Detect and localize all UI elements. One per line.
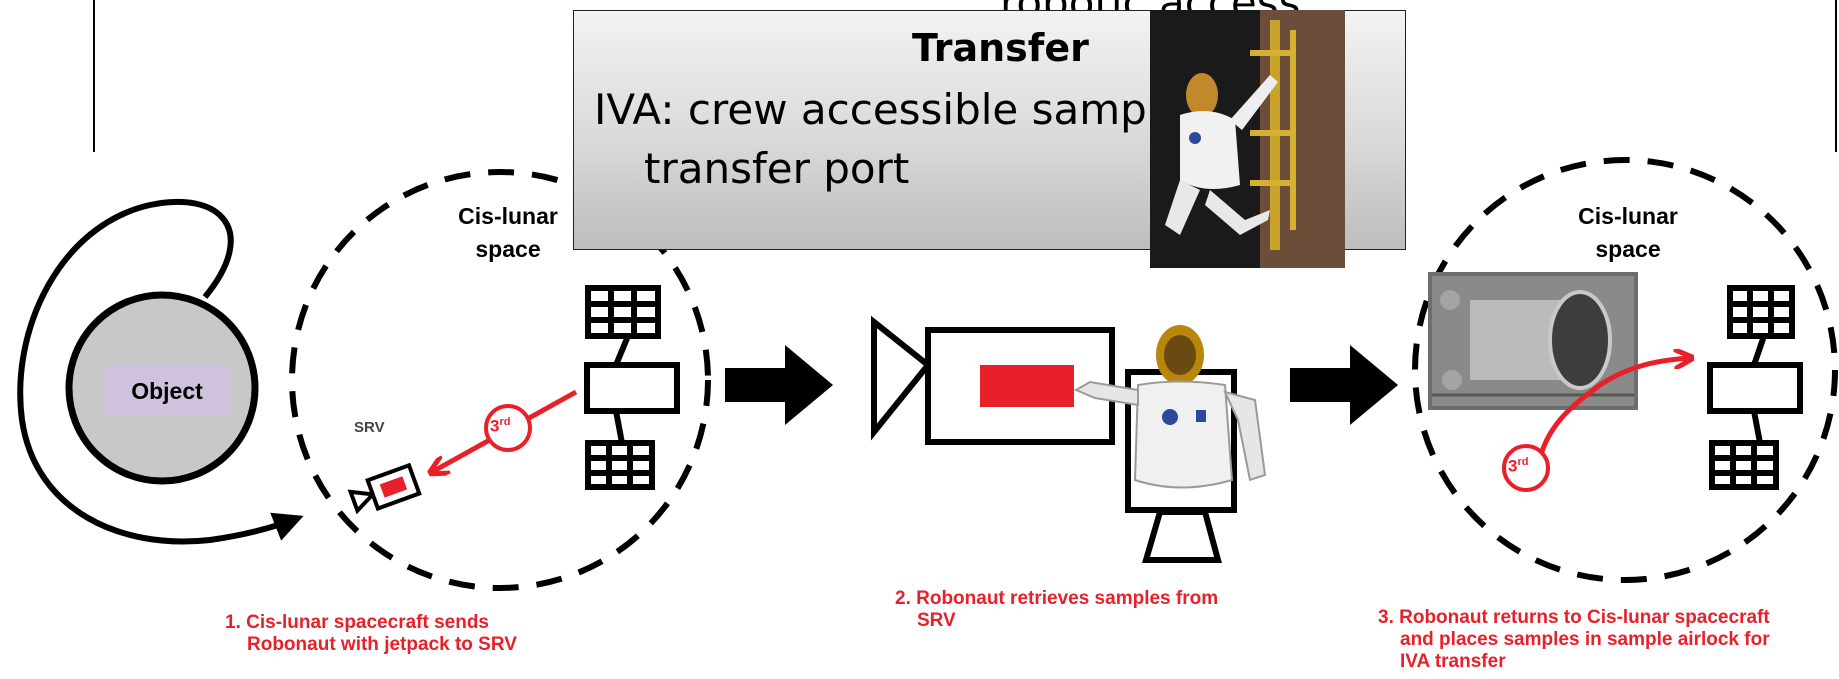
robonaut-figure <box>1073 325 1267 489</box>
space-label-left: Cis-lunar space <box>438 200 578 266</box>
step-3-line3: IVA transfer <box>1400 651 1506 672</box>
arrow-right-icon-1 <box>725 345 833 425</box>
object-label: Object <box>103 366 231 416</box>
orbit-path <box>17 198 304 545</box>
srv-icon <box>347 462 422 515</box>
srv-label: SRV <box>354 419 385 436</box>
srv-large-icon <box>871 315 1115 445</box>
third-label-left: 3rd <box>490 416 511 436</box>
callout-line-1: IVA: crew accessible sample <box>594 85 1185 134</box>
space-label-right: Cis-lunar space <box>1558 200 1698 266</box>
third-marker-right <box>1502 444 1550 492</box>
step-3-caption: 3. Robonaut returns to Cis-lunar spacecr… <box>1378 607 1770 673</box>
step-3-line2: and places samples in sample airlock for <box>1400 629 1770 650</box>
space-label-right-line2: space <box>1595 236 1661 262</box>
cis-lunar-zone-left <box>289 169 711 591</box>
step-3-line1: 3. Robonaut returns to Cis-lunar spacecr… <box>1378 607 1770 628</box>
arrow-right-icon-2 <box>1290 345 1398 425</box>
step-1-caption: 1. Cis-lunar spacecraft sends Robonaut w… <box>225 612 517 656</box>
spacecraft-icon-left <box>584 285 680 490</box>
step-2-caption: 2. Robonaut retrieves samples from SRV <box>895 588 1218 632</box>
space-label-right-line1: Cis-lunar <box>1578 203 1678 229</box>
step-1-line1: 1. Cis-lunar spacecraft sends <box>225 612 489 633</box>
spacecraft-icon-right <box>1707 285 1803 490</box>
third-marker-left <box>484 404 532 452</box>
step-2-line1: 2. Robonaut retrieves samples from <box>895 588 1219 609</box>
step-1-line2: Robonaut with jetpack to SRV <box>247 634 517 655</box>
callout-line-2: transfer port <box>644 144 910 193</box>
airlock-photo <box>1428 272 1638 410</box>
callout-body: IVA: crew accessible sample transfer por… <box>594 80 1184 198</box>
return-path-arrow <box>1537 358 1690 459</box>
third-label-right: 3rd <box>1508 456 1529 476</box>
space-label-left-line1: Cis-lunar <box>458 203 558 229</box>
space-label-left-line2: space <box>475 236 541 262</box>
step-2-line2: SRV <box>917 610 956 631</box>
cis-lunar-zone-right <box>1412 157 1838 583</box>
robonaut-photo <box>1150 10 1345 268</box>
callout-title: Transfer <box>912 26 1089 70</box>
